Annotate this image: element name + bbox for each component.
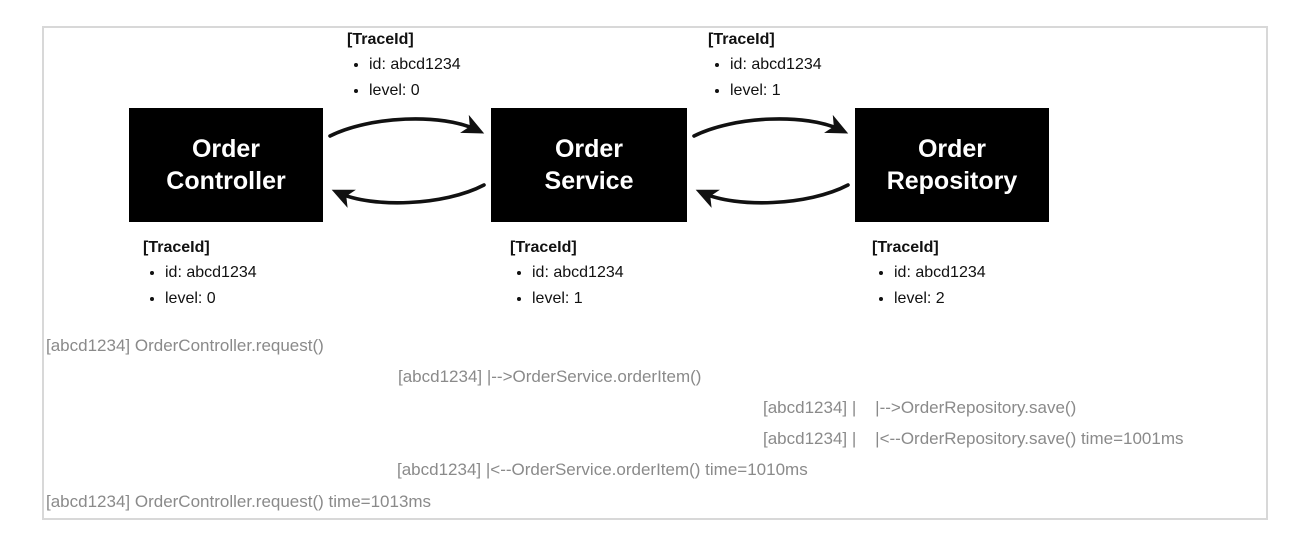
traceid-item-id: id: abcd1234 (369, 55, 461, 75)
traceid-item-level: level: 0 (369, 81, 461, 101)
traceid-item-id: id: abcd1234 (730, 55, 822, 75)
traceid-list: id: abcd1234 level: 0 (347, 55, 461, 101)
node-order-controller: Order Controller (129, 108, 323, 222)
log-line-repository-save-enter: [abcd1234] | |-->OrderRepository.save() (763, 398, 1077, 417)
traceid-header: [TraceId] (872, 239, 939, 256)
log-line-service-orderitem-exit: [abcd1234] |<--OrderService.orderItem() … (397, 460, 808, 479)
traceid-annotation-bottom-controller: [TraceId] id: abcd1234 level: 0 (143, 238, 257, 315)
traceid-item-level: level: 1 (730, 81, 822, 101)
traceid-item-level: level: 1 (532, 289, 624, 309)
node-order-repository: Order Repository (855, 108, 1049, 222)
traceid-annotation-bottom-repository: [TraceId] id: abcd1234 level: 2 (872, 238, 986, 315)
node-label: Order Controller (166, 134, 286, 196)
traceid-item-id: id: abcd1234 (894, 263, 986, 283)
traceid-header: [TraceId] (708, 31, 775, 48)
traceid-item-id: id: abcd1234 (165, 263, 257, 283)
log-line-controller-request: [abcd1234] OrderController.request() (46, 336, 324, 355)
traceid-list: id: abcd1234 level: 2 (872, 263, 986, 309)
traceid-list: id: abcd1234 level: 1 (708, 55, 822, 101)
traceid-list: id: abcd1234 level: 0 (143, 263, 257, 309)
traceid-list: id: abcd1234 level: 1 (510, 263, 624, 309)
traceid-header: [TraceId] (143, 239, 210, 256)
traceid-annotation-bottom-service: [TraceId] id: abcd1234 level: 1 (510, 238, 624, 315)
traceid-annotation-top-service-repository: [TraceId] id: abcd1234 level: 1 (708, 30, 822, 107)
traceid-annotation-top-controller-service: [TraceId] id: abcd1234 level: 0 (347, 30, 461, 107)
node-label: Order Repository (886, 134, 1018, 196)
traceid-header: [TraceId] (510, 239, 577, 256)
traceid-header: [TraceId] (347, 31, 414, 48)
log-line-controller-request-exit: [abcd1234] OrderController.request() tim… (46, 492, 432, 511)
traceid-item-id: id: abcd1234 (532, 263, 624, 283)
log-line-repository-save-exit: [abcd1234] | |<--OrderRepository.save() … (763, 429, 1184, 448)
traceid-item-level: level: 0 (165, 289, 257, 309)
node-order-service: Order Service (491, 108, 687, 222)
log-line-service-orderitem-enter: [abcd1234] |-->OrderService.orderItem() (398, 367, 702, 386)
node-label: Order Service (544, 134, 634, 196)
traceid-item-level: level: 2 (894, 289, 986, 309)
